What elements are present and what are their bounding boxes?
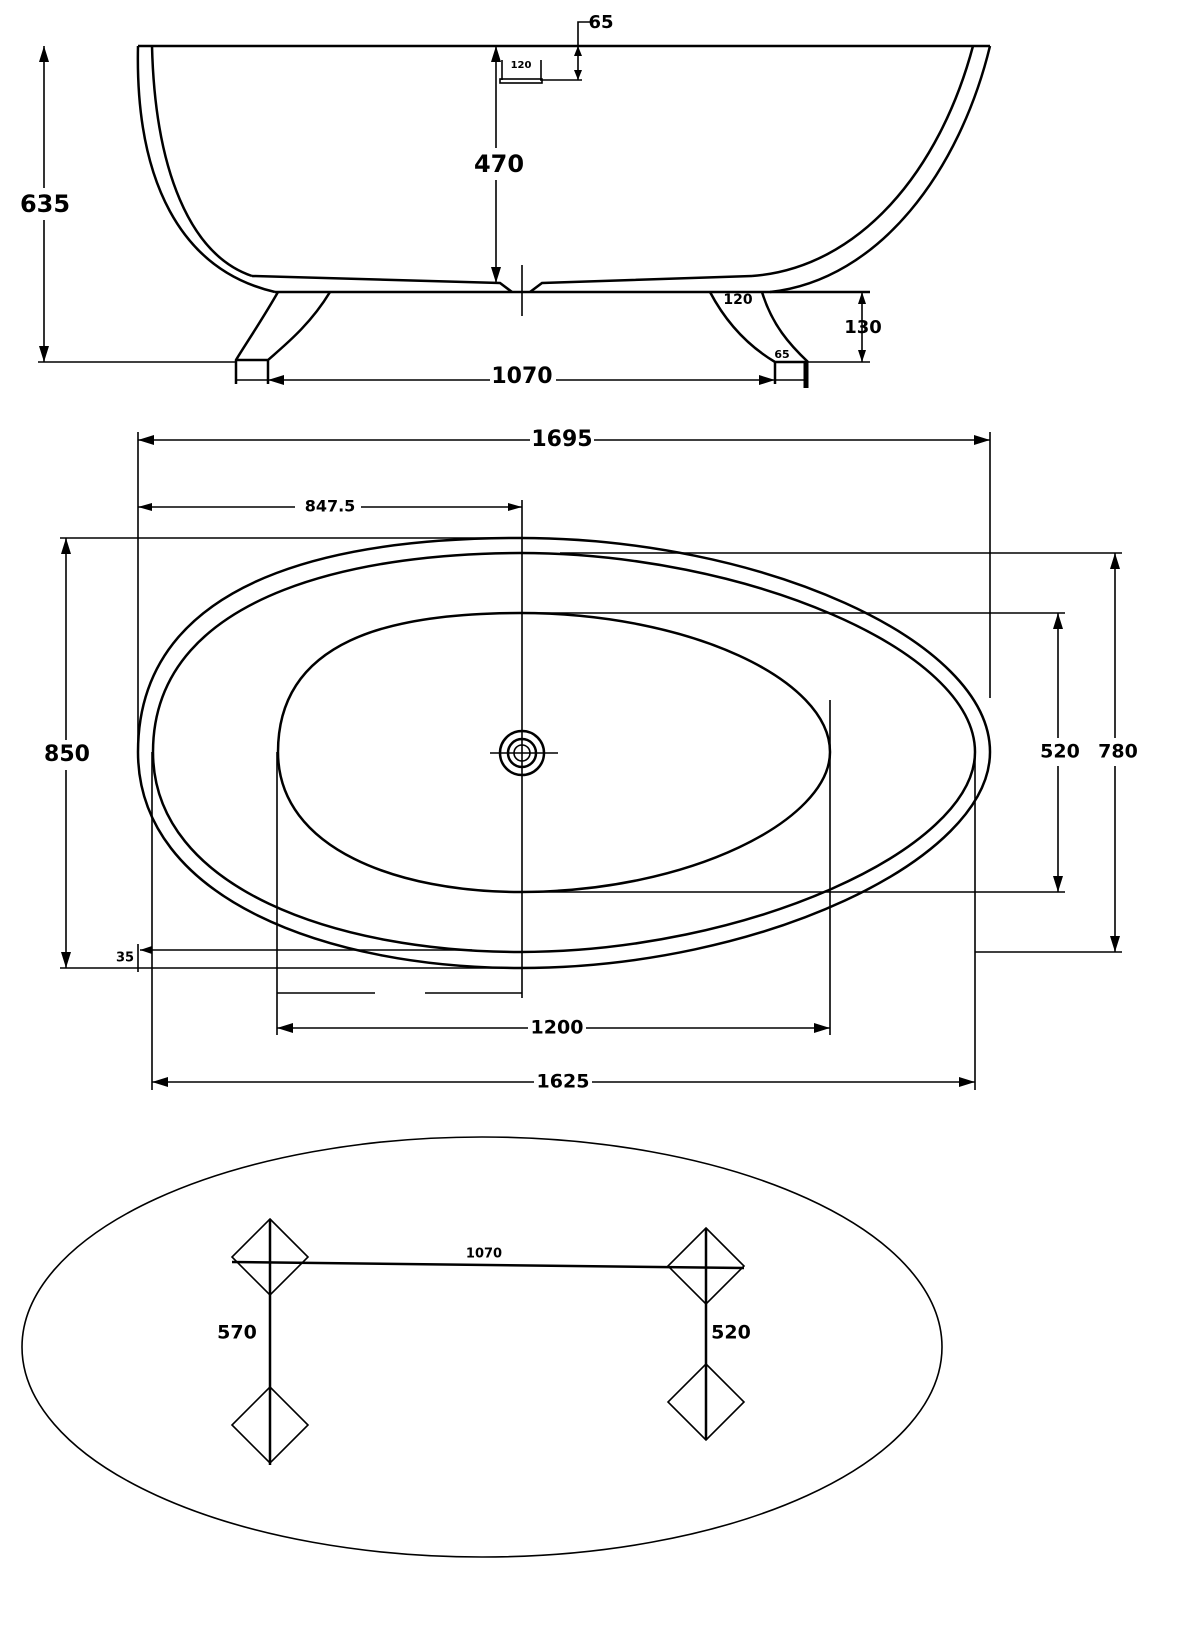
dim-left-leg-span: 570: [217, 1322, 257, 1344]
outer-rim: [136, 536, 992, 970]
inner-left-profile: [150, 45, 253, 278]
dim-leg-spacing: 1070: [491, 364, 552, 389]
dim-leg-bottom: 65: [774, 348, 789, 361]
dim-overall-width: 850: [44, 742, 90, 767]
dim-rim-inset: 35: [116, 951, 134, 966]
base-outline: [21, 1136, 943, 1558]
dim-overflow-offset: 65: [588, 12, 613, 33]
dim-overall-length: 1695: [531, 427, 592, 452]
dim-rim-length: 1625: [537, 1071, 590, 1093]
dim-basin-width: 520: [1040, 741, 1080, 763]
top-view: 1695 847.5 850 780 520 35: [40, 424, 1139, 1096]
base-view: 1070 570 520: [21, 1136, 943, 1558]
outer-right-profile: [769, 45, 992, 294]
dim-right-leg-span: 520: [711, 1322, 751, 1344]
dim-base-leg-spacing: 1070: [466, 1247, 502, 1262]
dim-rim-width: 780: [1098, 741, 1138, 763]
side-view: 635 470 120 65 120 65 130 1070: [18, 12, 992, 392]
inner-rim: [151, 551, 977, 954]
dim-total-height: 635: [20, 190, 70, 218]
dim-leg-top: 120: [723, 292, 752, 308]
arrow-icon: [140, 946, 152, 954]
inner-right-profile: [751, 45, 975, 278]
arrow-icon: [574, 46, 582, 80]
outer-left-profile: [136, 45, 276, 294]
dim-drain-offset: 847.5: [305, 497, 356, 516]
left-leg: [234, 291, 332, 384]
tub-floor: [251, 274, 753, 293]
dim-inner-depth: 470: [474, 150, 524, 178]
dim-overflow-width: 120: [511, 60, 532, 71]
dim-basin-length: 1200: [531, 1017, 584, 1039]
dim-leg-height: 130: [844, 317, 882, 338]
overflow-outline: [499, 78, 543, 84]
